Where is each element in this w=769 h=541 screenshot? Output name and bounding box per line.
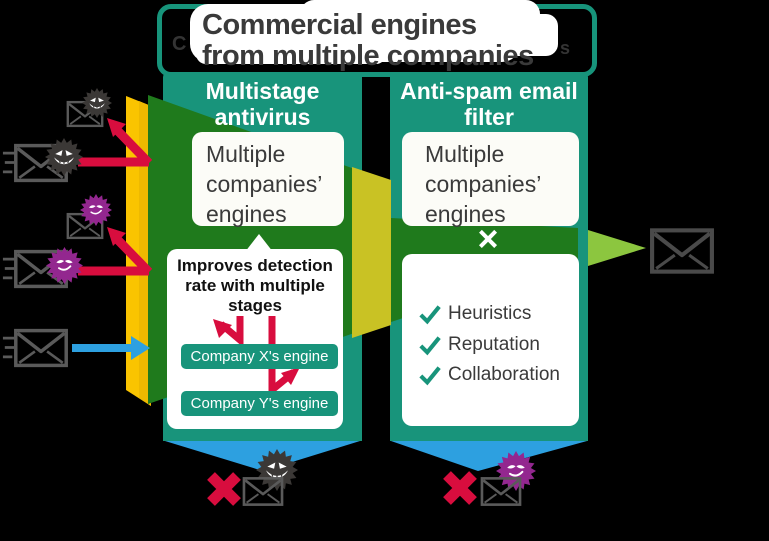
left-engines-line3: engines [206,201,287,227]
checklist-item: Reputation [419,334,540,356]
callout-title: Improves detection rate with multiple st… [167,249,343,316]
left-panel-title-line1: Multistage [205,78,320,104]
hidden-text-right: s [560,38,571,58]
right-checklist-box: Heuristics Reputation Collaboration [402,254,579,426]
virus-purple-icon [80,194,112,226]
bounce-arrowhead-stage2 [281,367,300,385]
checklist-label: Reputation [448,334,540,355]
clean-output-envelope-icon [649,226,715,276]
deflect-arrow-1 [78,125,153,167]
right-panel-title-line2: filter [464,104,514,130]
virus-purple-icon [46,247,83,284]
callout-line3: stages [228,296,282,315]
right-panel-title-line1: Anti-spam email [400,78,578,104]
multiply-symbol: × [477,218,499,259]
callout-tail [245,234,273,252]
hidden-text-left: C [172,33,187,55]
title-blob [496,14,558,56]
left-engines-box: Multiple companies’ engines [192,132,344,227]
output-arrow-tip [588,230,646,266]
company-y-engine-pill: Company Y's engine [181,391,338,416]
checklist-label: Collaboration [448,364,560,385]
title-line1: Commercial engines [202,9,477,41]
company-x-engine-pill: Company X's engine [181,344,338,369]
left-engines-line2: companies’ [206,171,323,197]
right-engines-line1: Multiple [425,141,505,167]
checklist-item: Collaboration [419,364,560,386]
envelope-icon [480,476,522,507]
left-engines-line1: Multiple [206,141,286,167]
callout-line1: Improves detection [177,256,333,275]
right-engines-line2: companies’ [425,171,542,197]
blocked-x-icon [206,471,242,507]
clean-mail-arrowhead [131,336,150,360]
checklist-item: Heuristics [419,303,531,325]
title-blob [196,38,386,64]
diagram-title: Commercial engines from multiple compani… [202,10,602,72]
right-engines-line3: engines [425,201,506,227]
deflect-arrowhead-2 [107,227,126,246]
virus-dark-icon [82,88,112,118]
left-panel-title: Multistage antivirus [163,78,362,130]
virus-dark-icon [45,138,83,176]
envelope-icon [242,476,284,507]
envelope-icon [13,328,69,368]
olive-connector-band [352,167,391,338]
deflect-arrow-2 [78,234,153,276]
right-engines-box: Multiple companies’ engines [402,132,579,227]
right-panel-title: Anti-spam email filter [389,78,589,130]
left-panel-title-line2: antivirus [214,104,311,130]
title-line2: from multiple companies [202,40,534,72]
checklist-label: Heuristics [448,303,532,324]
bounce-arrowhead-stage1 [213,319,232,338]
blocked-x-icon [442,470,478,506]
callout-line2: rate with multiple [185,276,325,295]
deflect-arrowhead-1 [107,118,126,137]
blue-chevron-right [391,441,587,471]
